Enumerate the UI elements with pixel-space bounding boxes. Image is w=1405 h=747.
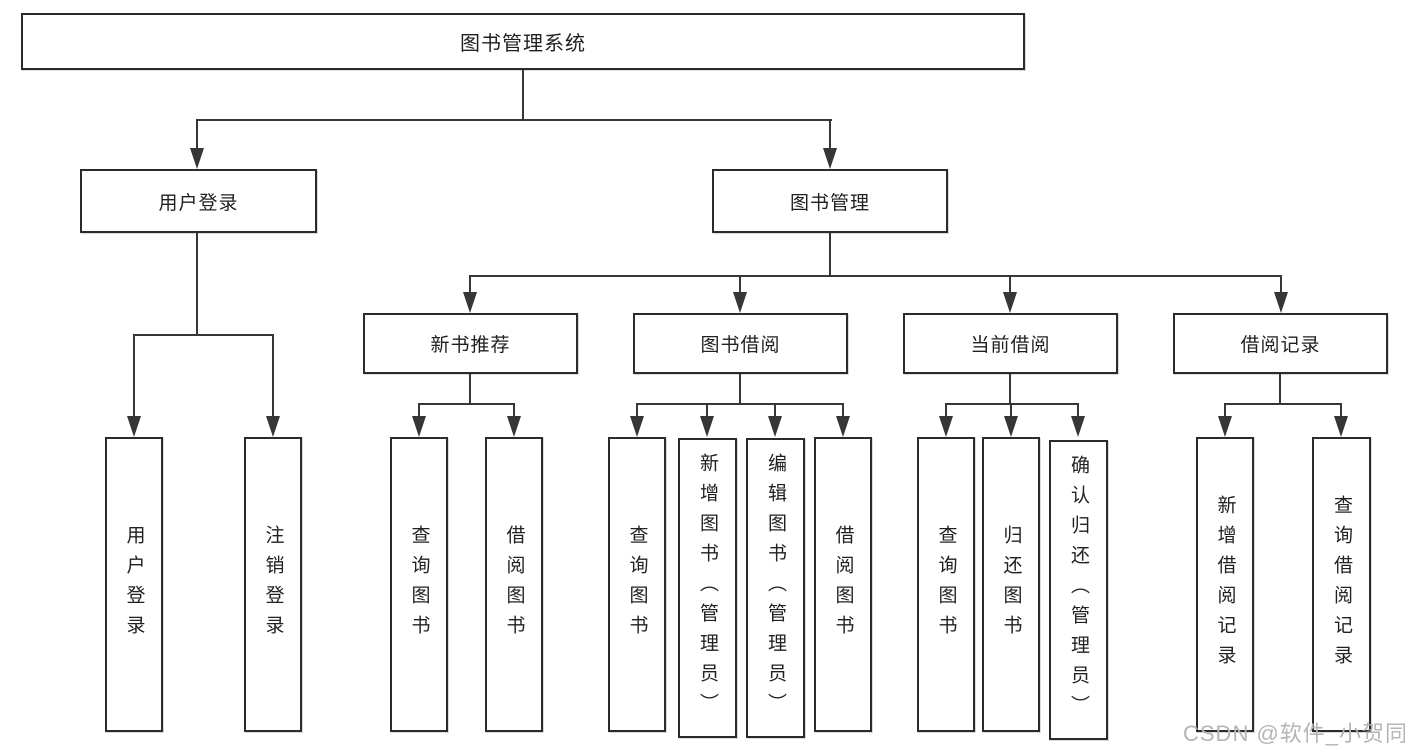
arrowhead-icon — [1274, 292, 1288, 313]
connector-line — [418, 403, 420, 419]
connector-line — [739, 374, 741, 405]
arrowhead-icon — [1218, 416, 1232, 437]
leaf-borrow-books-recommend: 借阅图书 — [485, 437, 543, 732]
arrowhead-icon — [768, 416, 782, 437]
node-current-borrowing: 当前借阅 — [903, 313, 1118, 374]
arrowhead-icon — [630, 416, 644, 437]
connector-line — [1224, 403, 1226, 419]
leaf-user-login: 用户登录 — [105, 437, 163, 732]
connector-line — [774, 403, 776, 419]
node-borrowing-records: 借阅记录 — [1173, 313, 1388, 374]
connector-line — [469, 275, 1282, 277]
connector-line — [196, 119, 198, 152]
node-book-borrowing: 图书借阅 — [633, 313, 848, 374]
arrowhead-icon — [700, 416, 714, 437]
leaf-logout: 注销登录 — [244, 437, 302, 732]
connector-line — [513, 403, 515, 419]
arrowhead-icon — [939, 416, 953, 437]
node-root: 图书管理系统 — [21, 13, 1025, 70]
connector-line — [706, 403, 708, 419]
connector-line — [469, 275, 471, 295]
connector-line — [1010, 403, 1012, 419]
connector-line — [522, 69, 524, 121]
leaf-confirm-return-admin: 确认归还（管理员） — [1049, 440, 1108, 740]
connector-line — [133, 334, 135, 419]
connector-line — [636, 403, 844, 405]
node-book-management: 图书管理 — [712, 169, 948, 233]
connector-line — [829, 119, 831, 152]
arrowhead-icon — [507, 416, 521, 437]
connector-line — [945, 403, 947, 419]
arrowhead-icon — [823, 148, 837, 169]
arrowhead-icon — [1071, 416, 1085, 437]
connector-line — [842, 403, 844, 419]
connector-line — [133, 334, 274, 336]
arrowhead-icon — [412, 416, 426, 437]
leaf-return-books: 归还图书 — [982, 437, 1040, 732]
leaf-borrow-books-borrowing: 借阅图书 — [814, 437, 872, 732]
leaf-add-borrow-record: 新增借阅记录 — [1196, 437, 1254, 732]
connector-line — [1009, 275, 1011, 295]
arrowhead-icon — [733, 292, 747, 313]
connector-line — [829, 233, 831, 277]
leaf-query-books-recommend: 查询图书 — [390, 437, 448, 732]
connector-line — [1340, 403, 1342, 419]
arrowhead-icon — [463, 292, 477, 313]
arrowhead-icon — [1004, 416, 1018, 437]
leaf-query-books-borrowing: 查询图书 — [608, 437, 666, 732]
connector-line — [469, 374, 471, 405]
arrowhead-icon — [127, 416, 141, 437]
node-new-book-recommend: 新书推荐 — [363, 313, 578, 374]
leaf-edit-book-admin: 编辑图书（管理员） — [746, 438, 805, 738]
connector-line — [1009, 374, 1011, 405]
connector-line — [1224, 403, 1342, 405]
connector-line — [272, 334, 274, 419]
connector-line — [636, 403, 638, 419]
connector-line — [1280, 275, 1282, 295]
connector-line — [1279, 374, 1281, 405]
leaf-add-book-admin: 新增图书（管理员） — [678, 438, 737, 738]
csdn-watermark: CSDN @软件_小贺同学 — [1183, 721, 1405, 746]
arrowhead-icon — [190, 148, 204, 169]
connector-line — [739, 275, 741, 295]
connector-line — [196, 233, 198, 336]
leaf-query-books-current: 查询图书 — [917, 437, 975, 732]
arrowhead-icon — [836, 416, 850, 437]
arrowhead-icon — [1003, 292, 1017, 313]
leaf-query-borrow-record: 查询借阅记录 — [1312, 437, 1371, 732]
connector-line — [418, 403, 515, 405]
arrowhead-icon — [1334, 416, 1348, 437]
connector-line — [196, 119, 832, 121]
arrowhead-icon — [266, 416, 280, 437]
connector-line — [1077, 403, 1079, 419]
node-user-login: 用户登录 — [80, 169, 317, 233]
connector-line — [945, 403, 1079, 405]
